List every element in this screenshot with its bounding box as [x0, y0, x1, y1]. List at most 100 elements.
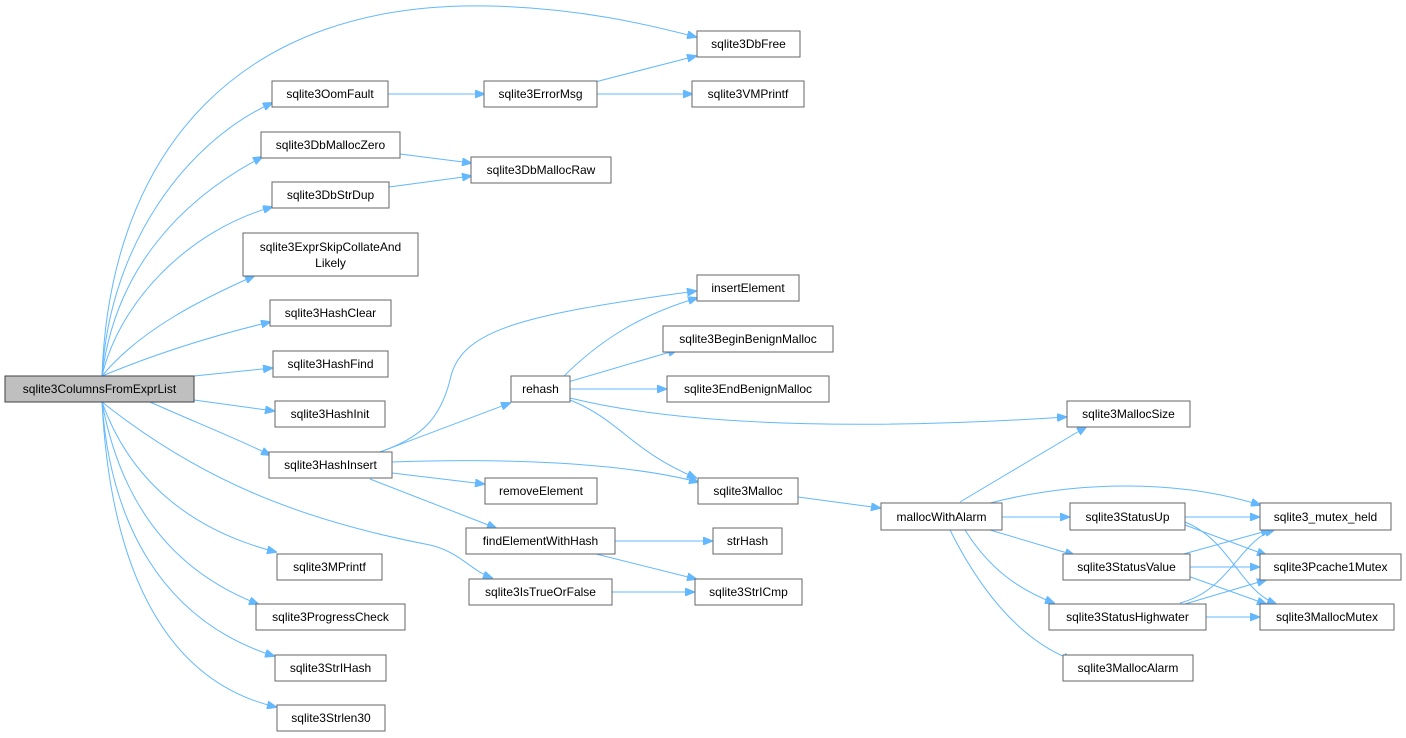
edge-root-progresscheck [101, 401, 258, 604]
edge-root-mprintf [101, 401, 276, 552]
edge-mwa-statushighwater [964, 529, 1054, 603]
edge-hashinsert-insertelement [379, 291, 696, 453]
node-label: sqlite3DbStrDup [287, 188, 375, 202]
edge-root-strlen30 [101, 401, 276, 707]
node-insertelement[interactable]: insertElement [696, 274, 800, 302]
node-sqlite3progresscheck[interactable]: sqlite3ProgressCheck [255, 603, 406, 631]
node-sqlite3beginbenignmalloc[interactable]: sqlite3BeginBenignMalloc [662, 325, 834, 353]
node-label: sqlite3ProgressCheck [272, 610, 390, 624]
node-label: sqlite3EndBenignMalloc [684, 382, 812, 396]
edge-rehash-mallocsize [569, 397, 1066, 425]
node-sqlite3strlen30[interactable]: sqlite3Strlen30 [276, 704, 386, 732]
node-sqlite3dbmalloczero[interactable]: sqlite3DbMallocZero [260, 131, 401, 159]
node-label: sqlite3ColumnsFromExprList [23, 382, 177, 396]
node-sqlite3mutexheld[interactable]: sqlite3_mutex_held [1259, 502, 1392, 531]
node-sqlite3pcache1mutex[interactable]: sqlite3Pcache1Mutex [1259, 553, 1402, 581]
node-label: sqlite3OomFault [286, 87, 374, 101]
node-sqlite3hashclear[interactable]: sqlite3HashClear [269, 299, 392, 327]
nodes: sqlite3ColumnsFromExprList sqlite3DbFree… [4, 30, 1402, 732]
node-label: sqlite3StrIHash [290, 661, 371, 675]
node-sqlite3mallocmutex[interactable]: sqlite3MallocMutex [1259, 603, 1395, 631]
edge-dbstrdup-dbmallocraw [388, 176, 471, 188]
node-label: sqlite3HashClear [285, 306, 376, 320]
node-label: sqlite3HashInit [291, 407, 370, 421]
node-label: strHash [727, 534, 768, 548]
node-removeelement[interactable]: removeElement [484, 477, 598, 505]
edge-root-hashclear [101, 322, 270, 377]
edge-root-oomfault [101, 103, 272, 377]
node-label: sqlite3StatusHighwater [1066, 610, 1189, 624]
node-sqlite3dbstrdup[interactable]: sqlite3DbStrDup [271, 181, 390, 209]
edge-root-exprskip [101, 276, 254, 377]
node-label: sqlite3DbMallocZero [276, 138, 386, 152]
node-rehash[interactable]: rehash [510, 375, 571, 403]
node-label-line1: sqlite3ExprSkipCollateAnd [260, 240, 401, 254]
node-sqlite3endbenignmalloc[interactable]: sqlite3EndBenignMalloc [666, 375, 830, 403]
node-sqlite3stricmp[interactable]: sqlite3StrICmp [694, 578, 803, 606]
node-label: sqlite3BeginBenignMalloc [679, 332, 816, 346]
edge-findelement-stricmp [595, 553, 696, 579]
node-label: sqlite3Strlen30 [291, 711, 371, 725]
edge-mwa-mutexheld [989, 485, 1260, 505]
node-label: removeElement [499, 484, 584, 498]
node-sqlite3hashinit[interactable]: sqlite3HashInit [274, 400, 386, 428]
node-sqlite3errormsg[interactable]: sqlite3ErrorMsg [483, 80, 598, 108]
edge-mwa-mallocsize [959, 427, 1086, 503]
node-sqlite3malloc[interactable]: sqlite3Malloc [697, 477, 799, 505]
edges [101, 5, 1276, 707]
node-label: sqlite3MallocSize [1082, 407, 1175, 421]
node-root[interactable]: sqlite3ColumnsFromExprList [4, 375, 195, 403]
node-label: sqlite3MPrintf [293, 560, 366, 574]
node-sqlite3vmprintf[interactable]: sqlite3VMPrintf [691, 80, 805, 108]
edge-root-dbmalloczero [101, 157, 262, 377]
node-label: insertElement [711, 281, 785, 295]
node-sqlite3strihash[interactable]: sqlite3StrIHash [274, 654, 387, 682]
node-sqlite3hashinsert[interactable]: sqlite3HashInsert [268, 451, 393, 479]
node-label: sqlite3StatusUp [1085, 510, 1169, 524]
node-label: sqlite3Pcache1Mutex [1273, 560, 1387, 574]
node-sqlite3exprskipcollateandlikely[interactable]: sqlite3ExprSkipCollateAnd Likely [242, 232, 419, 277]
node-sqlite3mallocsize[interactable]: sqlite3MallocSize [1066, 400, 1191, 428]
node-label: sqlite3VMPrintf [708, 87, 789, 101]
node-label: sqlite3MallocMutex [1276, 610, 1378, 624]
node-sqlite3hashfind[interactable]: sqlite3HashFind [272, 350, 389, 378]
node-mallocwithalarm[interactable]: mallocWithAlarm [880, 502, 1003, 531]
edge-rehash-beginbenign [567, 350, 677, 383]
node-sqlite3mprintf[interactable]: sqlite3MPrintf [276, 553, 383, 581]
node-label: mallocWithAlarm [896, 510, 986, 524]
node-label: sqlite3DbMallocRaw [487, 163, 596, 177]
edge-statusvalue-mutexheld [1179, 530, 1270, 556]
node-label: sqlite3DbFree [711, 37, 786, 51]
node-label: sqlite3StatusValue [1077, 560, 1176, 574]
node-label: rehash [522, 382, 559, 396]
edge-hashinsert-malloc [391, 460, 698, 482]
node-sqlite3statusup[interactable]: sqlite3StatusUp [1069, 502, 1186, 531]
edge-hashinsert-rehash [379, 403, 510, 453]
node-label: sqlite3_mutex_held [1274, 510, 1377, 524]
node-sqlite3statushighwater[interactable]: sqlite3StatusHighwater [1048, 603, 1207, 631]
node-sqlite3statusvalue[interactable]: sqlite3StatusValue [1062, 553, 1191, 581]
edge-root-dbstrdup [101, 207, 272, 377]
node-label: findElementWithHash [483, 534, 598, 548]
node-findelementwithhash[interactable]: findElementWithHash [465, 527, 616, 555]
edge-dbmalloczero-dbmallocraw [399, 153, 471, 163]
edge-rehash-malloc [569, 399, 696, 478]
edge-hashinsert-findelement [369, 478, 496, 528]
node-sqlite3oomfault[interactable]: sqlite3OomFault [271, 80, 389, 108]
node-label: sqlite3MallocAlarm [1078, 661, 1179, 675]
edge-mwa-statusvalue [989, 529, 1074, 555]
edge-errormsg-dbfree [594, 56, 696, 83]
node-label: sqlite3Malloc [713, 484, 782, 498]
node-label: sqlite3HashInsert [284, 458, 377, 472]
node-sqlite3istrueorfalse[interactable]: sqlite3IsTrueOrFalse [468, 578, 613, 606]
node-strhash[interactable]: strHash [712, 527, 783, 555]
node-sqlite3dbmallocraw[interactable]: sqlite3DbMallocRaw [470, 156, 612, 184]
edge-root-strihash [101, 401, 274, 656]
node-label: sqlite3HashFind [287, 357, 373, 371]
edge-root-dbfree [101, 5, 696, 377]
node-sqlite3dbfree[interactable]: sqlite3DbFree [696, 30, 801, 58]
edge-statusvalue-mallocmutex [1184, 574, 1266, 604]
node-sqlite3mallocalarm[interactable]: sqlite3MallocAlarm [1062, 654, 1194, 682]
edge-statusup-pcachemutex [1184, 524, 1266, 555]
